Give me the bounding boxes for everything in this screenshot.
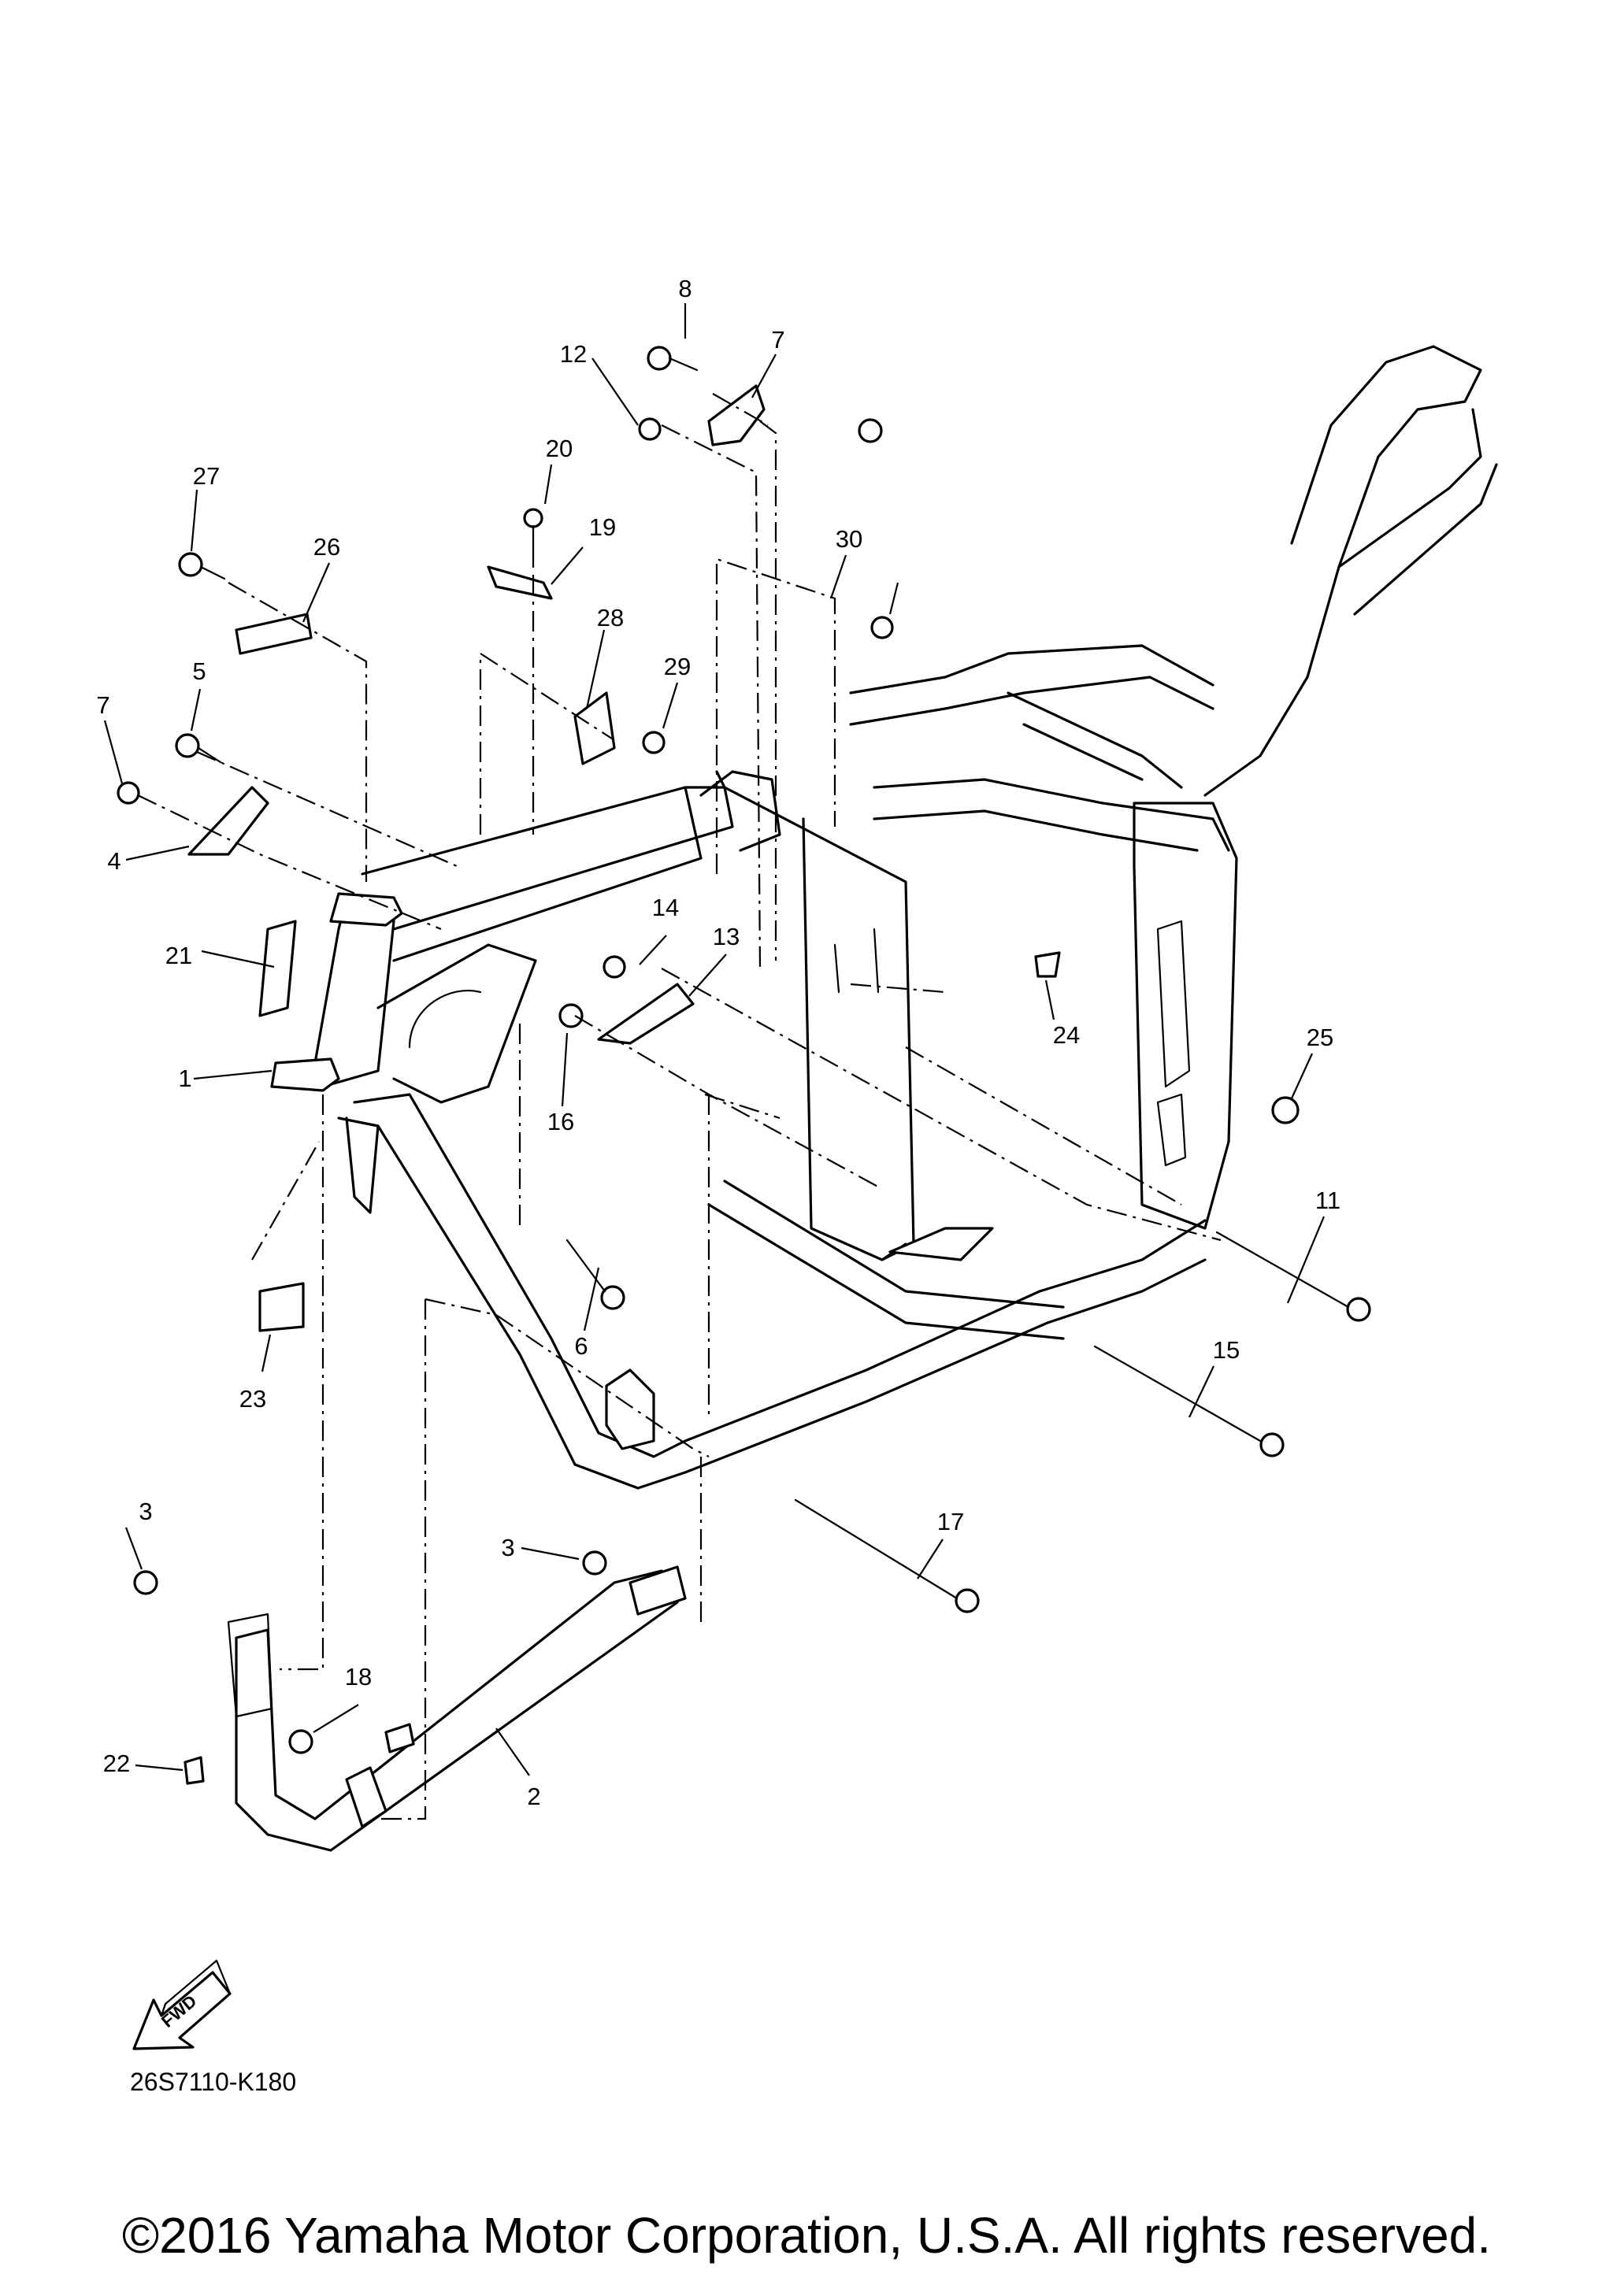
callout-8: 7 xyxy=(771,326,784,354)
callout-4: 4 xyxy=(107,847,121,875)
grommet-24 xyxy=(1271,1096,1300,1124)
callout-15: 16 xyxy=(547,1108,574,1135)
callout-14: 15 xyxy=(1213,1336,1240,1364)
callout-21: 22 xyxy=(103,1750,130,1777)
bolt-6-head xyxy=(600,1285,625,1310)
callout-10: 11 xyxy=(1315,1187,1340,1214)
bolt-5 xyxy=(175,733,200,758)
clamp-29 xyxy=(858,418,883,443)
callout-27: 28 xyxy=(597,604,624,631)
clip-23 xyxy=(1034,951,1061,978)
callout-3-left: 3 xyxy=(139,1498,152,1525)
callout-1: 1 xyxy=(178,1065,191,1092)
nut-11 xyxy=(638,417,662,441)
callout-24: 25 xyxy=(1307,1024,1333,1051)
bracket-4 xyxy=(187,786,269,856)
bolt-30 xyxy=(870,616,894,639)
bracket-12 xyxy=(597,983,695,1045)
assembly-lines xyxy=(137,393,1222,1820)
callout-3-right: 3 xyxy=(501,1534,514,1561)
bolt-26 xyxy=(178,552,203,577)
callout-16: 17 xyxy=(937,1508,964,1535)
callout-6: 6 xyxy=(574,1332,588,1360)
bolt-13 xyxy=(603,955,626,979)
bracket-8 xyxy=(707,384,766,446)
bolt-10-head xyxy=(1346,1297,1371,1322)
bolt-9-head xyxy=(647,346,672,371)
bolt-28 xyxy=(642,731,666,754)
nut-15 xyxy=(558,1003,584,1028)
clip-18 xyxy=(487,565,553,600)
callout-11: 12 xyxy=(560,340,587,368)
bolt-3a xyxy=(133,1570,158,1595)
callout-20: 21 xyxy=(165,942,192,969)
leader-lines xyxy=(103,303,1326,1776)
bracket-25 xyxy=(235,613,313,655)
callout-25: 26 xyxy=(313,533,340,561)
callout-26: 27 xyxy=(193,462,220,490)
callout-12: 13 xyxy=(713,923,740,950)
fwd-arrow: FWD xyxy=(132,1959,232,2050)
label-20 xyxy=(258,920,297,1017)
bolt-3b xyxy=(582,1550,607,1576)
diagram-code: 26S7110-K180 xyxy=(130,2068,297,2096)
callout-18: 19 xyxy=(589,513,616,541)
callout-28: 29 xyxy=(664,653,691,680)
callout-13: 14 xyxy=(652,894,679,921)
screw-19 xyxy=(523,508,543,528)
nut-17 xyxy=(288,1729,313,1754)
callout-9: 8 xyxy=(678,275,692,302)
callout-7: 7 xyxy=(96,691,109,719)
callout-17: 18 xyxy=(345,1663,372,1691)
callout-2: 2 xyxy=(527,1783,540,1810)
fasteners xyxy=(117,346,1371,1754)
callout-19: 20 xyxy=(546,435,573,462)
bolt-16-head xyxy=(955,1588,980,1613)
callout-labels: 8 7 12 20 19 27 26 30 5 7 28 29 4 21 14 … xyxy=(96,275,1340,1810)
front-cradle-tube xyxy=(184,1565,687,1852)
label-22 xyxy=(258,1282,305,1332)
main-frame xyxy=(270,345,1498,1490)
callout-23: 24 xyxy=(1053,1021,1080,1049)
callout-29: 30 xyxy=(836,525,862,553)
nut-7 xyxy=(117,781,140,805)
bolt-14-head xyxy=(1259,1432,1285,1457)
callout-5: 5 xyxy=(192,657,206,685)
callout-22: 23 xyxy=(239,1385,266,1413)
copyright-notice: ©2016 Yamaha Motor Corporation, U.S.A. A… xyxy=(121,2207,1492,2264)
